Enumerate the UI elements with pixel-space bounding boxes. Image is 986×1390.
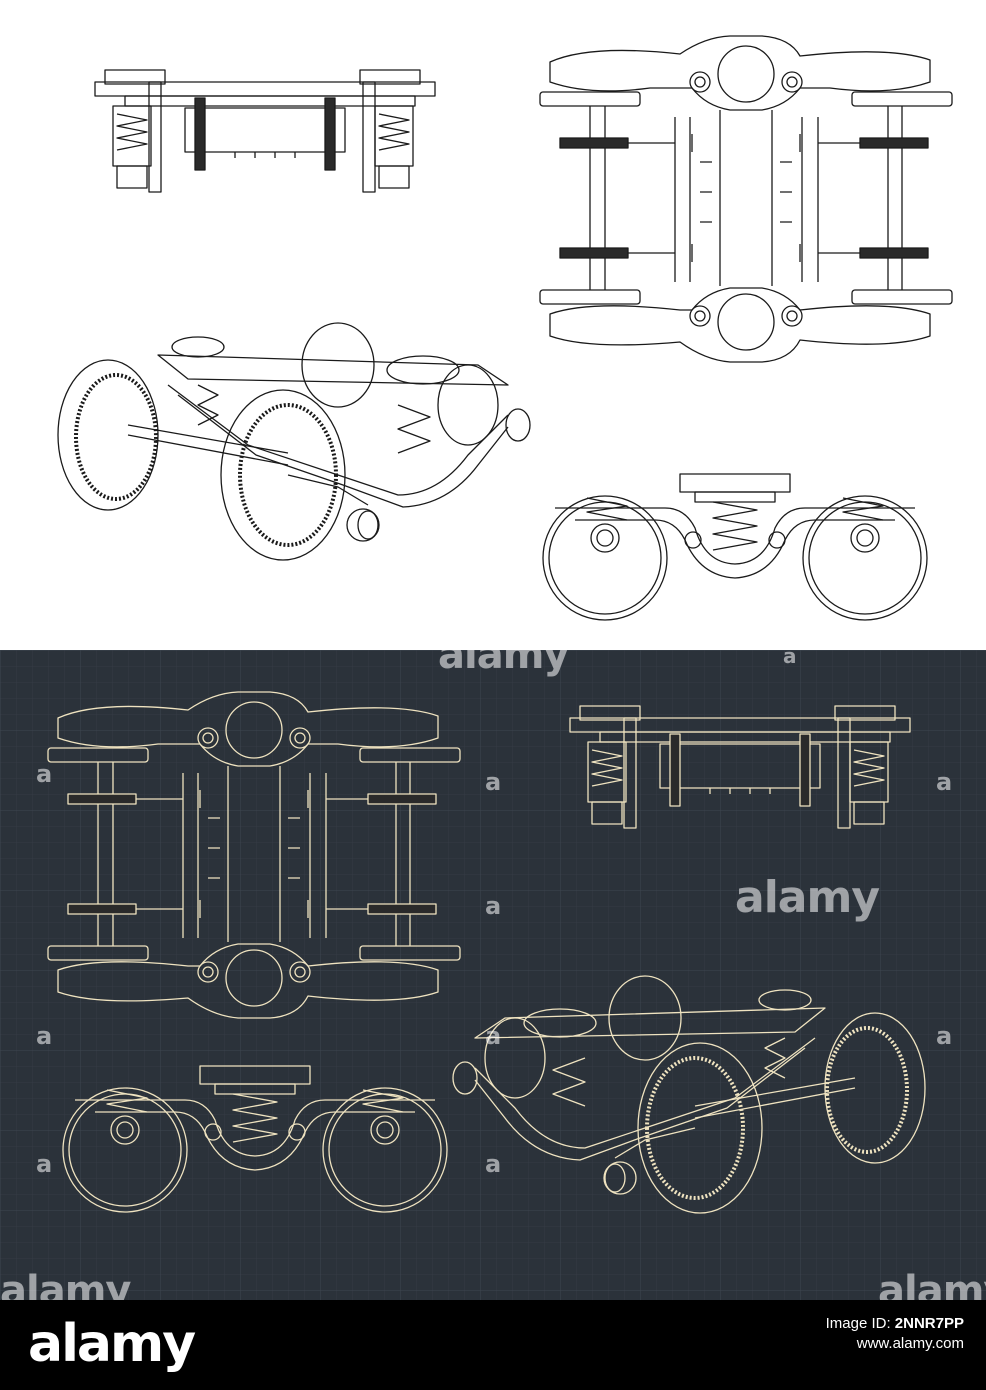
blueprint-grid [0,650,986,1300]
watermark-top: alamy [438,650,569,678]
watermark-logo-8: a [936,1022,953,1050]
watermark-bottom-right: alamy [878,1268,986,1300]
watermark-logo-5: a [485,1022,502,1050]
watermark-logo-1: a [36,760,53,788]
top-drawing-panel: #top-panel .disc { fill:#2a2a2a; } #top-… [0,0,986,650]
watermark-logo-10: a [783,650,797,668]
watermark-logo-7: a [936,768,953,796]
plan-view-drawing [539,35,953,363]
isometric-view-drawing [56,321,532,562]
side-view-drawing [542,473,928,621]
front-view-drawing [94,69,436,193]
image-id-label: Image ID: [825,1315,891,1332]
watermark-logo-4: a [485,892,502,920]
watermark-logo-3: a [485,768,502,796]
watermark-logo-9: a [36,1150,53,1178]
footer-site[interactable]: www.alamy.com [856,1335,964,1352]
footer-info: Image ID: 2NNR7PP www.alamy.com [826,1314,964,1354]
blueprint-drawing-panel: #blue-panel .disc { fill:#e9d9a8; } #blu… [0,650,986,1300]
top-drawings [56,35,953,621]
watermark-bottom-left: alamy [0,1268,131,1300]
footer-brand-logo[interactable]: alamy [28,1314,196,1374]
image-id-line: Image ID: 2NNR7PP [826,1314,964,1334]
watermark-center: alamy [735,872,880,923]
image-id-value: 2NNR7PP [894,1315,964,1332]
watermark-logo-2: a [36,1022,53,1050]
blueprint-drawings [0,650,986,1300]
stock-footer: alamy Image ID: 2NNR7PP www.alamy.com [0,1300,986,1390]
watermark-logo-6: a [485,1150,502,1178]
